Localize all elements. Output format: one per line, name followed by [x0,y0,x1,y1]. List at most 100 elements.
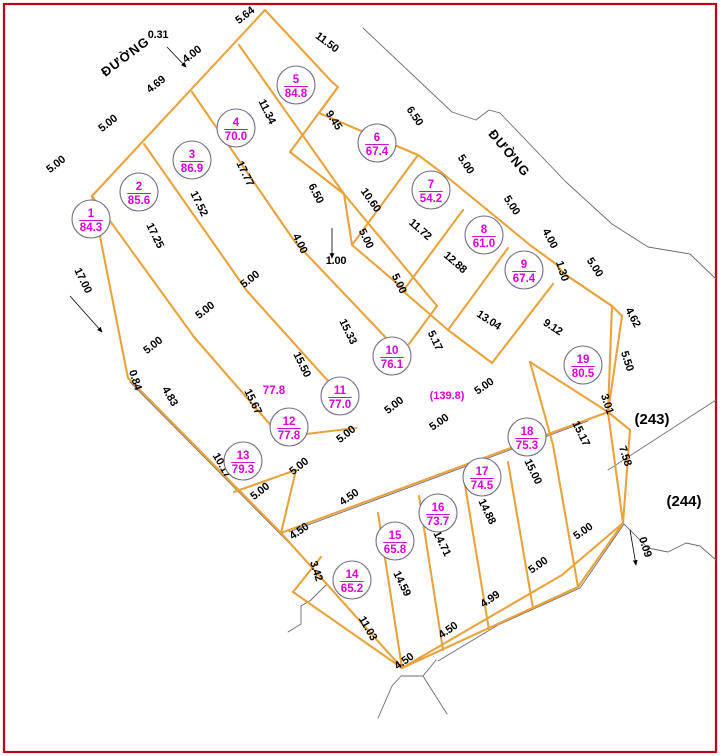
plot-callout-2[interactable]: 285.6 [119,172,159,212]
plot-id-label: 1 [88,208,95,220]
plot-callout-circle [411,170,451,210]
dimension-label: 5.00 [44,154,68,176]
plot-callout-circle [563,345,603,385]
line-p2-p3 [142,142,249,293]
dimension-label: 15.67 [241,387,263,416]
dimension-label: 5.00 [584,255,605,279]
plot-id-label: 5 [293,74,300,86]
plot-area-label: 76.1 [381,359,404,371]
line-6-right [350,153,420,247]
road-label-northeast: ĐƯỜNG [485,127,533,180]
dimension-label: 17.52 [187,189,209,218]
plot-area-label: 84.8 [285,88,308,100]
dimension-label: 10.60 [358,186,383,215]
dimension-label: 17.77 [233,159,255,188]
road-southeast-fan-b [623,523,717,561]
dimension-label: 4.00 [180,44,204,66]
plot-id-label: 13 [237,450,250,462]
dimension-label: 5.00 [287,456,311,478]
plot-callout-circle [372,336,412,376]
dimension-label: 15.33 [336,317,358,346]
dimension-label: 5.64 [233,4,257,27]
line-10-upper [293,240,392,344]
plot-id-label: 6 [374,132,380,144]
dimension-label: 5.00 [248,481,272,503]
plot-id-label: 4 [233,117,240,129]
leader-031 [166,46,187,68]
annotation-total-frontage: (139.8) [430,390,465,402]
plot-callout-5[interactable]: 584.8 [276,65,316,105]
plot-area-label: 86.9 [181,163,203,175]
line-p5-back [288,85,340,154]
plot-callout-circle [462,457,502,497]
plot-area-label: 65.8 [384,544,407,556]
plot-callout-4[interactable]: 470.0 [216,108,256,148]
dimension-label: 3.01 [598,392,616,415]
parcel-boundary-layer [90,8,632,670]
dimension-label: 4.50 [436,620,460,642]
dimension-label: 15.50 [290,350,312,379]
dimension-label: 3.42 [307,559,325,582]
line-9-right [490,282,555,365]
dimension-label: 4.83 [159,385,180,409]
free-area-label-layer: 77.8 [263,385,286,397]
plot-callout-1[interactable]: 184.3 [71,199,111,239]
dimension-label: 7.58 [616,444,634,467]
plot-area-label: 84.3 [80,222,102,234]
dimension-label: 11.72 [406,217,433,243]
dimension-label: 4.00 [290,232,310,256]
dimension-label: 5.17 [425,329,445,353]
plot-id-label: 3 [189,149,195,161]
dimension-label: 1.00 [326,255,347,267]
dimension-label: 5.00 [238,269,262,291]
dimension-label: 5.00 [472,376,496,398]
line-9-bottom [446,328,494,365]
zone-244: (244) [666,493,701,510]
dimension-label: 9.12 [541,317,565,338]
plot-callout-circle [172,140,212,180]
line-lower-block-top [279,468,298,535]
dimension-label: 9.45 [323,108,344,132]
plot-id-label: 12 [283,416,296,428]
leader-1700 [69,295,103,333]
plot-area-label: 85.6 [128,195,150,207]
plot-callout-7[interactable]: 754.2 [411,170,451,210]
plot-callout-8[interactable]: 861.0 [464,215,504,255]
dimension-label: 0.84 [126,368,144,392]
line-frontage-main [279,410,610,535]
plot-callout-circle [507,417,547,457]
line-18-right [551,443,580,589]
plot-callout-6[interactable]: 667.4 [357,123,397,163]
road-southeast-fan-a [437,523,625,662]
dimension-label: 15.17 [569,419,591,448]
dimension-label: 11.34 [256,97,279,127]
dimension-label: 5.00 [96,113,120,135]
dimension-label: 4.62 [623,306,643,330]
plot-callout-circle [223,441,263,481]
plot-callout-layer[interactable]: 184.3285.6386.9470.0584.8667.4754.2861.0… [71,65,603,600]
plot-callout-9[interactable]: 967.4 [504,250,544,290]
plot-id-label: 17 [476,466,489,478]
plot-id-label: 2 [136,181,142,193]
dimension-label: 14.71 [430,529,452,558]
line-6-bottom [342,192,354,247]
plot-area-label: 54.2 [420,193,442,205]
dimension-label: 12.88 [441,250,469,277]
dimension-label: 5.00 [526,555,550,577]
plot-callout-circle [464,215,504,255]
line-6-left [288,150,346,196]
road-label-northwest: ĐƯỜNG [98,33,152,79]
plot-callout-3[interactable]: 386.9 [172,140,212,180]
plot-id-label: 16 [432,502,445,514]
